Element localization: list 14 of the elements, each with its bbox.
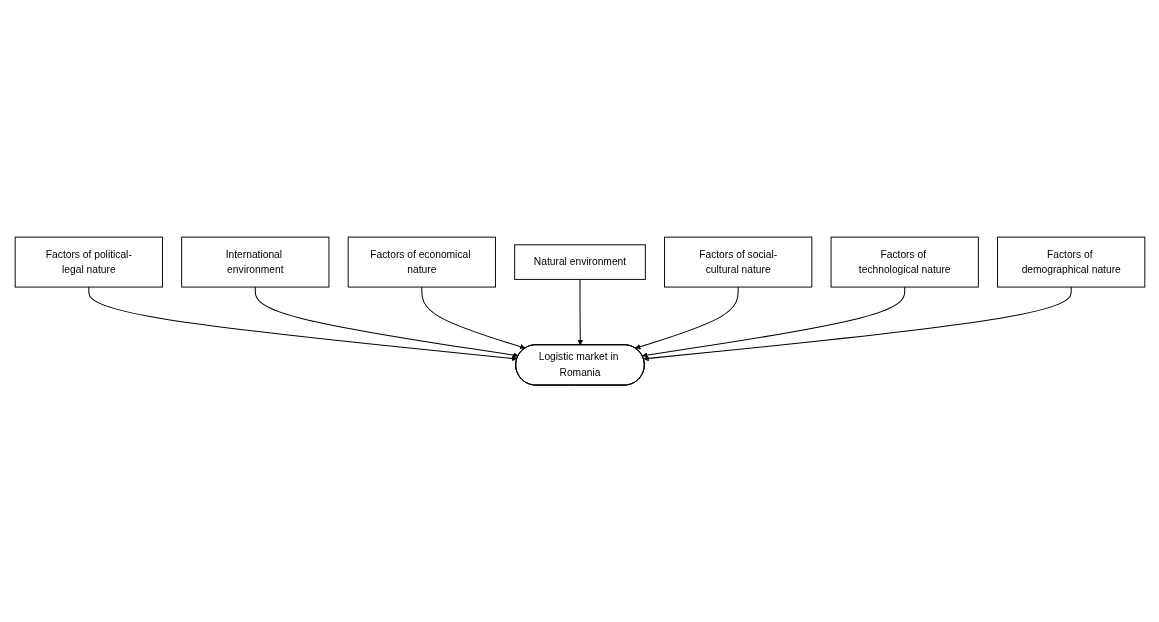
node-box: Factors of technological nature <box>830 236 979 288</box>
node-box: Factors of demographical nature <box>996 236 1145 288</box>
node-box: Natural environment <box>513 244 646 280</box>
arrow <box>254 286 519 358</box>
node-box: Factors of economical nature <box>347 236 496 288</box>
node-box: Factors of social-cultural nature <box>663 236 812 288</box>
arrow <box>641 286 905 358</box>
arrow <box>420 286 526 350</box>
node-box: Factors of political-legal nature <box>14 236 163 288</box>
arrow <box>87 286 517 362</box>
arrow <box>634 286 739 350</box>
arrow <box>576 278 583 346</box>
arrow <box>642 286 1072 362</box>
node-box: International environment <box>180 236 329 288</box>
